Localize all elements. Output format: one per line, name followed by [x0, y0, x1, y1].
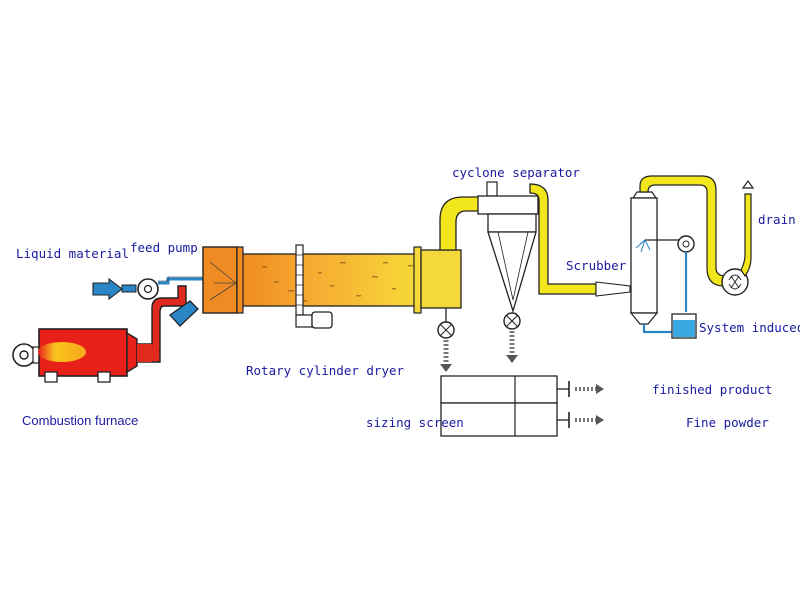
- label-drain: drain: [758, 212, 796, 227]
- gas-duct-to-scrubber: [529, 183, 597, 295]
- product-outlet-arrows: [575, 384, 604, 425]
- induced-draft-fan: [721, 268, 749, 296]
- liquid-inlet: [92, 277, 137, 301]
- label-combustion-furnace: Combustion furnace: [22, 413, 139, 428]
- drive-motor-icon: [295, 314, 313, 328]
- fine-powder-arrow-icon: [575, 415, 604, 425]
- hot-air-duct: [136, 285, 187, 363]
- cyclone-separator: [477, 181, 539, 330]
- label-cyclone-separator: cyclone separator: [452, 165, 580, 180]
- stack: [740, 193, 752, 278]
- finished-product-arrow-icon: [575, 384, 604, 394]
- liquid-inlet-arrow-icon: [92, 277, 123, 301]
- label-feed-pump: feed pump: [130, 240, 198, 255]
- label-fine-powder: Fine powder: [686, 415, 769, 430]
- flame-icon: [38, 342, 86, 362]
- scrubber: [629, 191, 697, 339]
- combustion-furnace: [12, 328, 138, 383]
- label-sizing-screen: sizing screen: [366, 415, 464, 430]
- label-system-induced: System induced d: [699, 320, 800, 335]
- discharge-arrows: [440, 331, 518, 372]
- label-liquid-material: Liquid material: [16, 246, 129, 261]
- feed-chute: [169, 300, 199, 327]
- sizing-screen: [440, 375, 570, 437]
- feed-pump: [137, 278, 159, 300]
- spray-nozzle-icon: [635, 239, 651, 253]
- stack-outlet-arrow-icon: [741, 179, 755, 189]
- label-scrubber: Scrubber: [566, 258, 627, 273]
- label-finished-product: finished product: [652, 382, 773, 397]
- rotary-cylinder-dryer: [202, 244, 462, 339]
- label-rotary-cylinder-dryer: Rotary cylinder dryer: [246, 363, 405, 378]
